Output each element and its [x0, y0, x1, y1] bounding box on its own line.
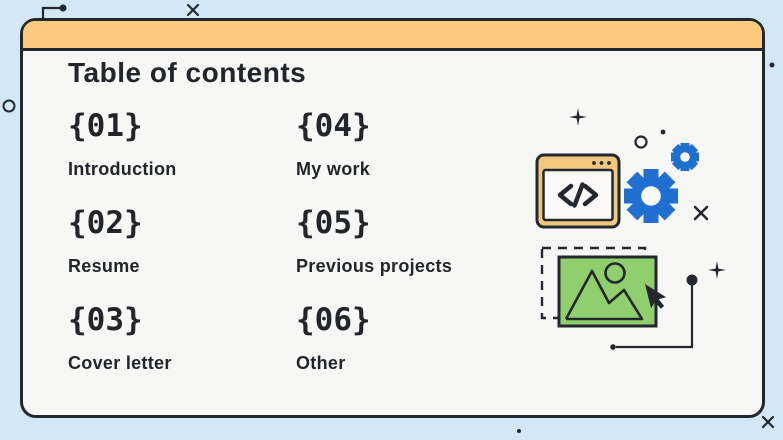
circle-outline-icon [2, 99, 16, 113]
dot-icon [517, 429, 521, 433]
slide-header-bar [23, 21, 762, 51]
toc-item-01: {01} Introduction [68, 111, 296, 208]
toc-item-04: {04} My work [296, 111, 452, 208]
toc-label: Other [296, 353, 346, 373]
toc-label: Resume [68, 256, 140, 276]
toc-number: {05} [296, 205, 371, 241]
toc-grid: {01} Introduction {02} Resume {03} Cover… [68, 111, 452, 402]
toc-number: {04} [296, 108, 371, 144]
toc-label: Cover letter [68, 353, 172, 373]
toc-item-03: {03} Cover letter [68, 305, 296, 402]
connector-line-icon [41, 4, 67, 19]
slide-card: Table of contents {01} Introduction {02}… [20, 18, 765, 418]
toc-item-02: {02} Resume [68, 208, 296, 305]
toc-item-05: {05} Previous projects [296, 208, 452, 305]
dot-icon [769, 62, 775, 68]
toc-number: {03} [68, 302, 143, 338]
toc-number: {01} [68, 108, 143, 144]
x-mark-icon [761, 415, 775, 429]
toc-label: Introduction [68, 159, 177, 179]
page-title: Table of contents [68, 57, 307, 88]
toc-number: {06} [296, 302, 371, 338]
toc-label: Previous projects [296, 256, 453, 276]
x-mark-icon [186, 3, 200, 17]
toc-item-06: {06} Other [296, 305, 452, 402]
toc-number: {02} [68, 205, 143, 241]
toc-label: My work [296, 159, 371, 179]
